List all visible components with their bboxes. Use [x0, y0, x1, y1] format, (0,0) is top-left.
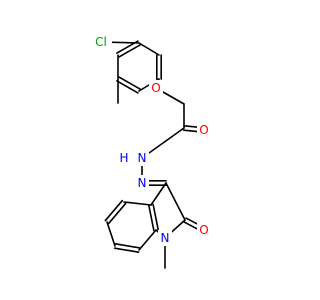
- bond-ring-1-a: [116, 40, 139, 54]
- bond-ring-6: [138, 42, 160, 56]
- bond-ring-3-a: [116, 80, 139, 94]
- atom-ether-oxygen: O: [151, 81, 160, 95]
- bond-benzo-4-a: [113, 247, 140, 253]
- atom-ring-nitrogen: N: [161, 231, 170, 245]
- bond-benzo-5: [138, 229, 157, 251]
- atom-carbonyl-oxygen: O: [199, 123, 208, 137]
- atom-amide-hydrogen: H: [119, 151, 128, 165]
- bond-layer: [100, 40, 206, 269]
- atom-chlorine: Cl: [95, 35, 107, 49]
- atom-lactam-oxygen: O: [199, 223, 208, 237]
- bond-c3-c3a: [150, 182, 167, 206]
- bond-benzo-2-a: [104, 199, 124, 222]
- atom-hydrazone-nitrogen: N: [138, 176, 147, 190]
- bond-benzo-2-b: [107, 202, 127, 225]
- bond-c3-c2: [165, 182, 186, 221]
- bond-benzo-6-a: [152, 203, 159, 231]
- molecule-diagram: Cl O O N H N O N: [90, 34, 211, 269]
- structure-canvas: Cl O O N H N O N: [90, 34, 211, 269]
- bond-benzo-1: [123, 201, 152, 206]
- bond-benzo-3: [106, 221, 116, 247]
- bond-ring-1-b: [118, 44, 141, 58]
- bond-ring-3-b: [118, 76, 141, 90]
- atom-label-layer: Cl O O N H N O N: [90, 34, 211, 246]
- bond-benzo-4-b: [114, 243, 141, 249]
- bond-benzo-6-b: [148, 204, 155, 232]
- atom-amide-nitrogen: N: [138, 151, 147, 165]
